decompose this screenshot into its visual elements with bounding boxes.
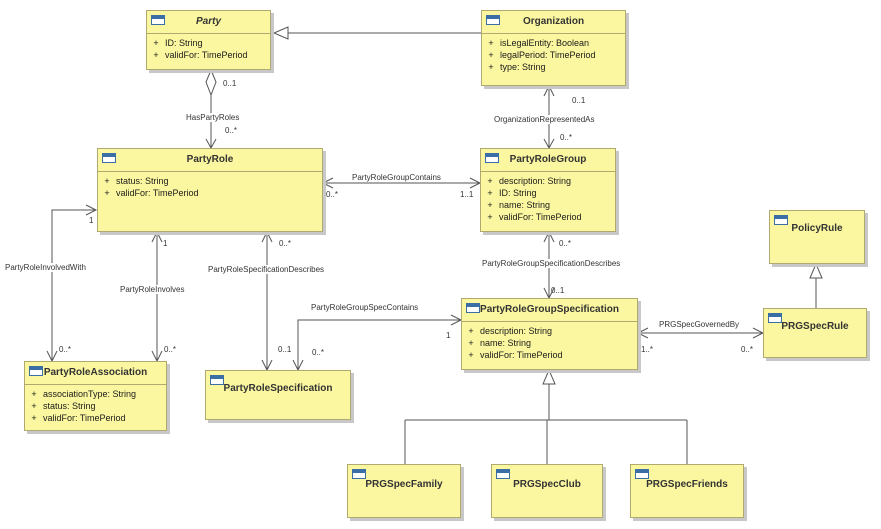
association-label: HasPartyRoles [186, 113, 240, 122]
class-name: PartyRoleGroupSpecification [480, 304, 619, 315]
attribute: +validFor: TimePeriod [104, 188, 199, 198]
multiplicity-label: 0..* [225, 126, 238, 135]
class-name: PartyRole [186, 154, 234, 165]
attribute: +ID: String [487, 188, 537, 198]
multiplicity-label: 0..1 [551, 286, 565, 295]
class-name: PolicyRule [791, 223, 843, 234]
class-party[interactable]: Party +ID: String +validFor: TimePeriod [146, 10, 271, 70]
class-prg-spec-club[interactable]: PRGSpecClub [491, 464, 603, 518]
class-icon [774, 215, 788, 225]
multiplicity-label: 1..1 [460, 190, 474, 199]
class-name: PartyRoleSpecification [223, 383, 333, 394]
class-icon [485, 153, 499, 163]
multiplicity-label: 0..1 [223, 79, 237, 88]
multiplicity-label: 1 [446, 331, 451, 340]
association-label: PRGSpecGovernedBy [659, 320, 740, 329]
association-label: PartyRoleInvolvedWith [5, 263, 86, 272]
attribute: +description: String [468, 326, 553, 336]
class-name: Party [195, 16, 221, 27]
class-icon [210, 375, 224, 385]
association-party-role-group-spec-contains [297, 319, 461, 370]
association-label: OrganizationRepresentedAs [494, 115, 595, 124]
class-prg-spec-family[interactable]: PRGSpecFamily [347, 464, 461, 518]
class-icon [102, 153, 116, 163]
class-icon [29, 366, 43, 376]
class-name: PartyRoleGroup [509, 154, 587, 165]
class-policy-rule[interactable]: PolicyRule [769, 210, 865, 264]
class-name: PartyRoleAssociation [43, 367, 148, 378]
class-party-role-group-specification[interactable]: PartyRoleGroupSpecification +description… [461, 298, 638, 370]
multiplicity-label: 0..* [59, 345, 72, 354]
composition-diamond [205, 68, 217, 97]
class-name: PRGSpecClub [513, 479, 581, 490]
multiplicity-label: 0..* [326, 190, 339, 199]
class-icon [486, 15, 500, 25]
association-label: PartyRoleGroupSpecContains [311, 303, 419, 312]
generalization-arrowhead [542, 368, 556, 385]
class-party-role-specification[interactable]: PartyRoleSpecification [205, 370, 351, 420]
class-party-role-association[interactable]: PartyRoleAssociation +associationType: S… [24, 361, 167, 431]
association-label: PartyRoleGroupContains [352, 173, 441, 182]
multiplicity-label: 0..* [741, 345, 754, 354]
class-organization[interactable]: Organization +isLegalEntity: Boolean +le… [481, 10, 626, 86]
attribute: +type: String [488, 62, 546, 72]
generalization-arrowhead [809, 262, 823, 279]
multiplicity-label: 0..* [559, 239, 572, 248]
class-prg-spec-rule[interactable]: PRGSpecRule [763, 308, 867, 358]
multiplicity-label: 0..* [164, 345, 177, 354]
multiplicity-label: 0..* [279, 239, 292, 248]
multiplicity-label: 0..1 [572, 96, 586, 105]
class-icon [496, 469, 510, 479]
class-icon [768, 313, 782, 323]
class-icon [151, 15, 165, 25]
attribute: +isLegalEntity: Boolean [488, 38, 590, 48]
attribute: +validFor: TimePeriod [31, 413, 126, 423]
multiplicity-label: 1..* [641, 345, 654, 354]
attribute: +legalPeriod: TimePeriod [488, 50, 596, 60]
class-icon [635, 469, 649, 479]
attribute: +name: String [468, 338, 532, 348]
attribute: +status: String [104, 176, 169, 186]
association-label: PartyRoleGroupSpecificationDescribes [482, 259, 621, 268]
class-prg-spec-friends[interactable]: PRGSpecFriends [630, 464, 744, 518]
association-label: PartyRoleSpecificationDescribes [208, 265, 325, 274]
association-label: PartyRoleInvolves [120, 285, 185, 294]
association-party-role-involved-with [51, 209, 96, 361]
attribute: +associationType: String [31, 389, 137, 399]
multiplicity-label: 1 [89, 216, 94, 225]
attribute: +ID: String [153, 38, 203, 48]
class-name: PRGSpecFriends [646, 479, 728, 490]
attribute: +validFor: TimePeriod [468, 350, 563, 360]
generalization-arrowhead [272, 26, 289, 40]
class-party-role-group[interactable]: PartyRoleGroup +description: String +ID:… [480, 148, 616, 232]
class-name: PRGSpecFamily [365, 479, 443, 490]
class-icon [466, 303, 480, 313]
multiplicity-label: 0..1 [278, 345, 292, 354]
attribute: +description: String [487, 176, 572, 186]
generalization-prgspec-subclasses [404, 384, 688, 464]
multiplicity-label: 0..* [312, 348, 325, 357]
class-party-role[interactable]: PartyRole +status: String +validFor: Tim… [97, 148, 323, 232]
multiplicity-label: 0..* [560, 133, 573, 142]
class-name: Organization [522, 16, 585, 27]
attribute: +validFor: TimePeriod [487, 212, 582, 222]
attribute: +status: String [31, 401, 96, 411]
multiplicity-label: 1 [163, 239, 168, 248]
class-icon [352, 469, 366, 479]
class-name: PRGSpecRule [781, 321, 849, 332]
attribute: +validFor: TimePeriod [153, 50, 248, 60]
attribute: +name: String [487, 200, 551, 210]
